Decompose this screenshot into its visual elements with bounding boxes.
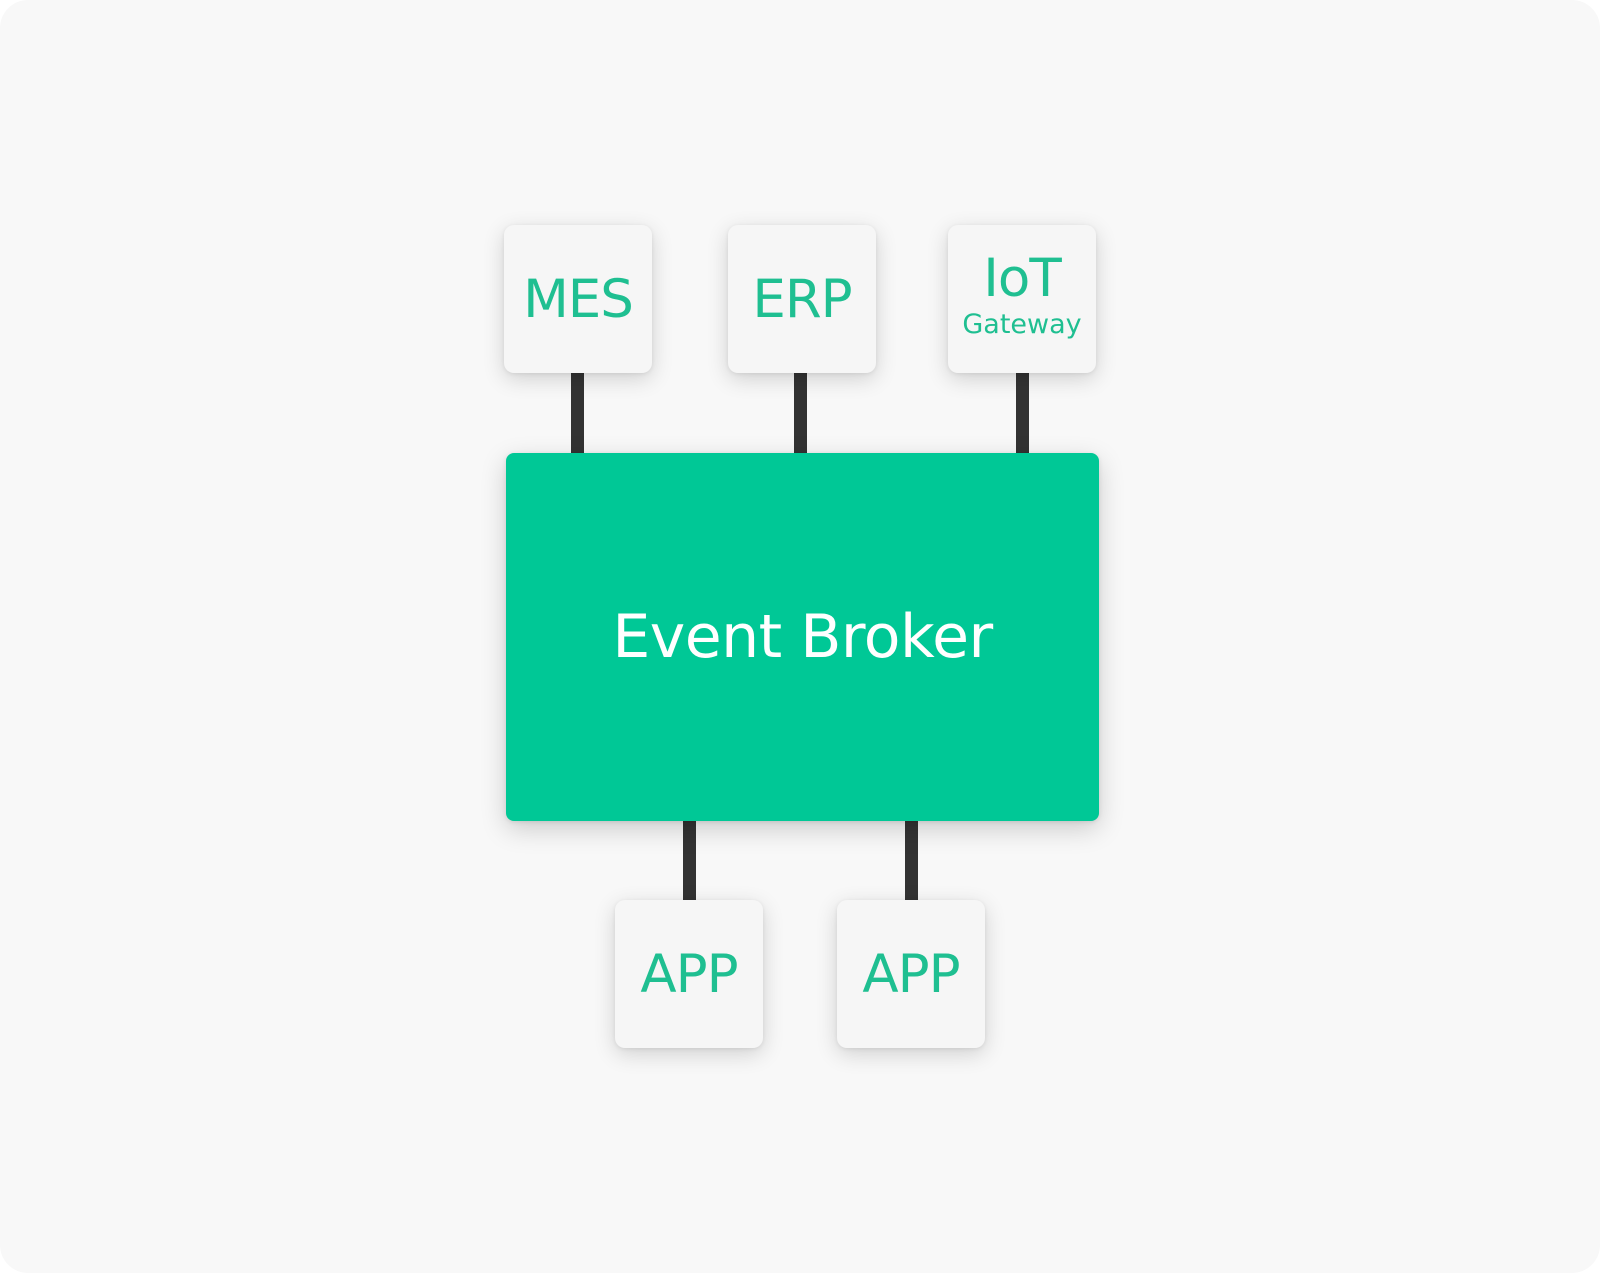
node-iot-sublabel: Gateway [962,309,1082,340]
node-app-1-label: APP [640,943,738,1005]
connector-iot-broker [1016,372,1029,454]
connector-erp-broker [794,372,807,454]
node-erp-label: ERP [752,268,852,330]
node-app-2: APP [837,900,985,1048]
node-mes: MES [504,225,652,373]
connector-mes-broker [571,372,584,454]
node-iot-gateway: IoT Gateway [948,225,1096,373]
connector-broker-app-1 [683,820,696,902]
node-iot-label: IoT [983,248,1061,309]
node-mes-label: MES [523,268,634,330]
event-broker: Event Broker [506,453,1099,821]
event-broker-label: Event Broker [612,602,993,672]
node-erp: ERP [728,225,876,373]
node-app-1: APP [615,900,763,1048]
node-app-2-label: APP [862,943,960,1005]
connector-broker-app-2 [905,820,918,902]
